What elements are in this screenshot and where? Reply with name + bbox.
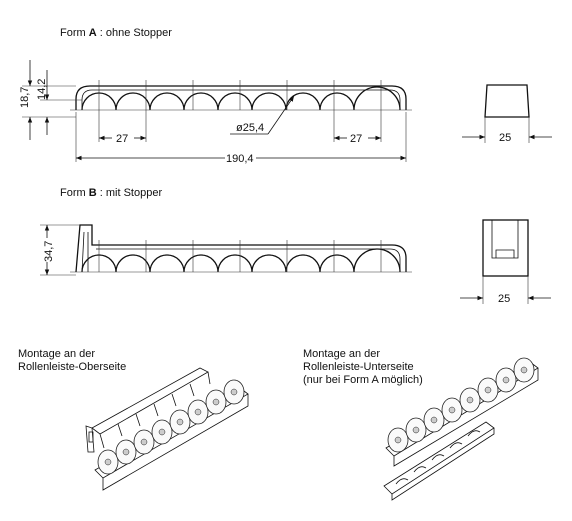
mount-bottom-line2: Rollenleiste-Unterseite — [303, 361, 414, 373]
form-b-profile — [70, 224, 412, 273]
mount-top-line1: Montage an der — [18, 348, 95, 360]
mount-bottom-line1: Montage an der — [303, 348, 380, 360]
dim-height-inner: 14,2 — [36, 79, 48, 100]
form-a-length-dims: 27 27 ø25,4 190,4 — [75, 95, 407, 165]
mount-bottom-illustration — [383, 357, 539, 501]
dim-diameter: ø25,4 — [236, 122, 264, 134]
form-a-profile — [70, 80, 412, 142]
dim-pitch-left: 27 — [116, 133, 128, 145]
mount-top-illustration — [85, 367, 249, 491]
form-a-title: Form A : ohne Stopper — [60, 27, 172, 39]
form-a-height-dims: 18,7 14,2 — [19, 60, 82, 140]
mount-top-line2: Rollenleiste-Oberseite — [18, 361, 126, 373]
dim-height-b: 34,7 — [43, 241, 55, 262]
form-b-title: Form B : mit Stopper — [60, 187, 162, 199]
dim-length: 190,4 — [226, 153, 254, 165]
form-b-side-view: 25 — [460, 219, 551, 305]
mount-bottom-line3: (nur bei Form A möglich) — [303, 374, 423, 386]
dim-pitch-right: 27 — [350, 133, 362, 145]
dim-width-a: 25 — [499, 132, 511, 144]
dim-width-b: 25 — [498, 293, 510, 305]
mount-top-rollers — [97, 379, 245, 475]
form-b-height-dims: 34,7 — [40, 224, 80, 276]
form-a-side-view: 25 — [462, 84, 552, 144]
dim-height-total: 18,7 — [19, 87, 31, 108]
